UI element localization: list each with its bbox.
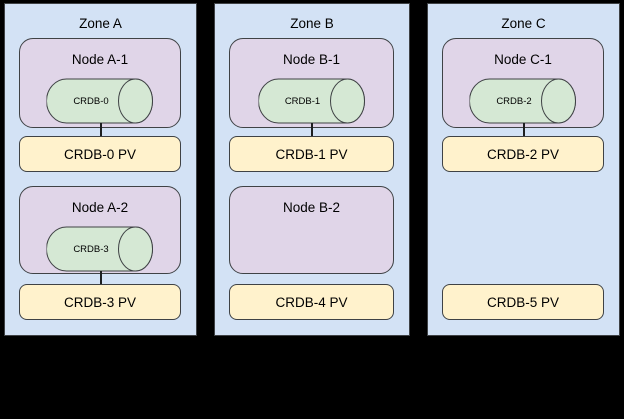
crdb-2-pv-box: CRDB-2 PV xyxy=(442,136,604,172)
zone-a-title: Zone A xyxy=(79,16,122,31)
node-a-1-box: Node A-1 CRDB-0 xyxy=(19,38,181,128)
crdb-0-pv-label: CRDB-0 PV xyxy=(63,146,136,162)
node-a-1-title: Node A-1 xyxy=(71,52,129,67)
zone-a: Zone A Node A-1 CRDB-0 CRDB-0 PV Node A-… xyxy=(4,3,197,336)
crdb-1-pod-label: CRDB-1 xyxy=(284,95,321,107)
node-a-2-box: Node A-2 CRDB-3 xyxy=(19,186,181,274)
crdb-5-pv-box: CRDB-5 PV xyxy=(442,284,604,320)
zone-c-title: Zone C xyxy=(501,16,546,31)
crdb-1-pod-cylinder: CRDB-1 xyxy=(258,78,365,124)
pod-pv-connector-line xyxy=(99,271,102,284)
crdb-4-pv-box: CRDB-4 PV xyxy=(229,284,394,320)
pod-pv-connector-line xyxy=(99,123,102,136)
crdb-2-pv-label: CRDB-2 PV xyxy=(486,146,559,162)
crdb-0-pod-cylinder: CRDB-0 xyxy=(46,78,154,124)
database-cylinder-icon xyxy=(258,78,365,124)
crdb-3-pod-label: CRDB-3 xyxy=(73,243,109,255)
node-c-1-box: Node C-1 CRDB-2 xyxy=(442,38,604,128)
crdb-3-pv-box: CRDB-3 PV xyxy=(19,284,181,320)
crdb-5-pv-label: CRDB-5 PV xyxy=(486,294,559,310)
zone-b-title: Zone B xyxy=(290,16,334,31)
crdb-2-pod-label: CRDB-2 xyxy=(496,95,532,107)
node-a-2-title: Node A-2 xyxy=(71,200,129,215)
crdb-0-pv-box: CRDB-0 PV xyxy=(19,136,181,172)
crdb-4-pv-label: CRDB-4 PV xyxy=(275,294,348,310)
database-cylinder-icon xyxy=(46,78,153,124)
crdb-1-pv-box: CRDB-1 PV xyxy=(229,136,394,172)
node-b-1-title: Node B-1 xyxy=(282,52,341,67)
crdb-3-pv-label: CRDB-3 PV xyxy=(63,294,136,310)
crdb-2-pod-cylinder: CRDB-2 xyxy=(469,78,577,124)
node-b-1-box: Node B-1 CRDB-1 xyxy=(229,38,394,128)
zone-b: Zone B Node B-1 CRDB-1 CRDB-1 PV Node B-… xyxy=(214,3,410,336)
database-cylinder-icon xyxy=(46,226,153,272)
crdb-3-pod-cylinder: CRDB-3 xyxy=(46,226,154,272)
node-c-1-title: Node C-1 xyxy=(494,52,552,67)
crdb-0-pod-label: CRDB-0 xyxy=(73,95,109,107)
crdb-1-pv-label: CRDB-1 PV xyxy=(275,146,348,162)
database-cylinder-icon xyxy=(469,78,576,124)
node-b-2-title: Node B-2 xyxy=(282,200,341,215)
pod-pv-connector-line xyxy=(522,123,525,136)
pod-pv-connector-line xyxy=(311,123,313,136)
node-b-2-box: Node B-2 xyxy=(229,186,394,274)
zone-c: Zone C Node C-1 CRDB-2 CRDB-2 PV CRDB-5 … xyxy=(427,3,620,336)
